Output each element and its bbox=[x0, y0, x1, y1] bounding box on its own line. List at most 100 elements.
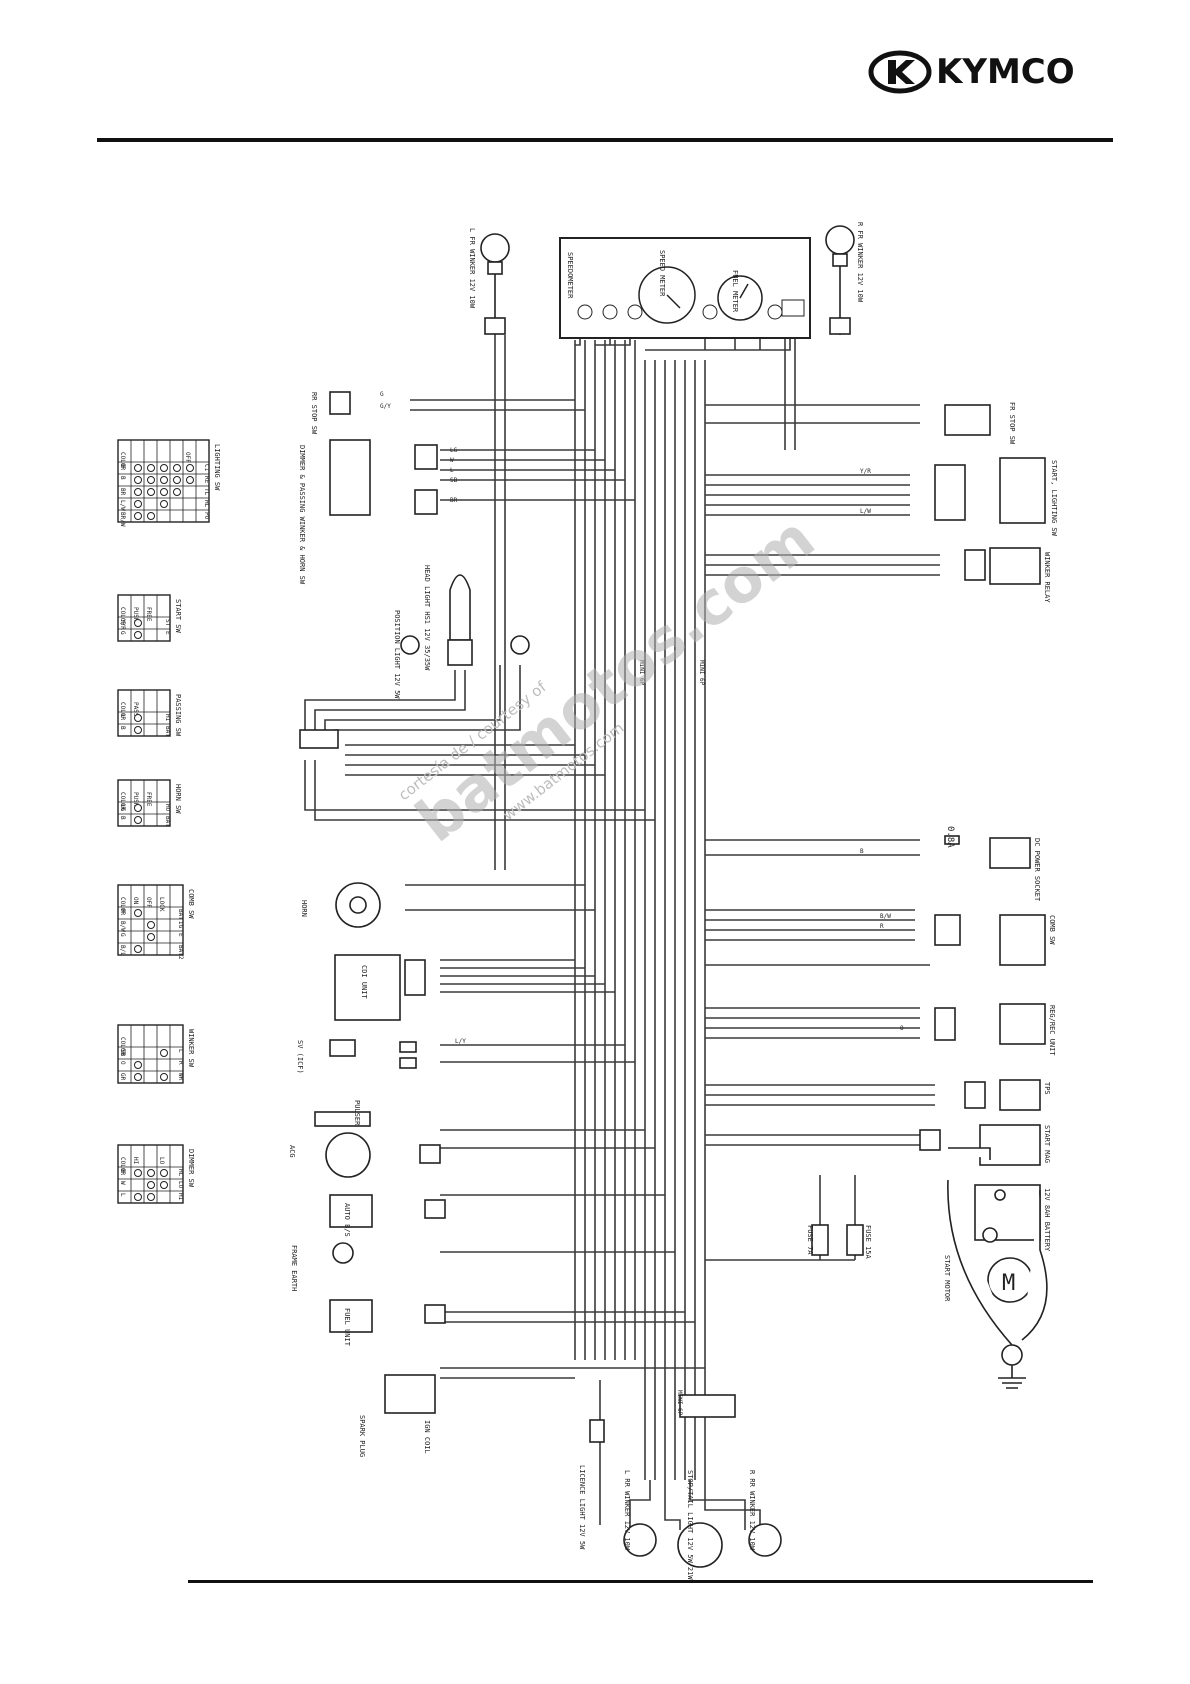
switch-table-cell: PUSH bbox=[132, 792, 139, 807]
switch-table-header: HL bbox=[177, 1169, 184, 1177]
switch-table-cell: GR bbox=[119, 1073, 126, 1081]
label-cdi-unit: CDI UNIT bbox=[360, 965, 368, 1000]
label-start-motor: START MOTOR bbox=[943, 1255, 951, 1302]
switch-table-cell: COLOR bbox=[119, 452, 126, 470]
switch-table-header: HO bbox=[164, 804, 171, 812]
switch-contact-dot bbox=[160, 1049, 168, 1057]
header-rule bbox=[97, 138, 1113, 142]
brand-name: KYMCO bbox=[936, 52, 1075, 92]
label-fuse-15a: FUSE 15A bbox=[864, 1225, 872, 1260]
switch-table-header: IG bbox=[177, 921, 184, 929]
switch-table-header: HL bbox=[203, 500, 210, 508]
switch-table-header: PO bbox=[203, 512, 210, 520]
switch-contact-dot bbox=[134, 1193, 142, 1201]
switch-table-header: BAT bbox=[164, 726, 171, 737]
wire-tag-headlight_lo: W bbox=[450, 457, 454, 464]
switch-contact-dot bbox=[147, 1181, 155, 1189]
switch-contact-dot bbox=[147, 1193, 155, 1201]
switch-contact-dot bbox=[160, 476, 168, 484]
label-sv-icf: SV (ICF) bbox=[296, 1040, 304, 1074]
switch-table-cell: COLOR bbox=[119, 702, 126, 720]
switch-table-cell: B/L bbox=[119, 945, 126, 956]
wire-tag-headlight_hi: L bbox=[450, 467, 454, 474]
switch-contact-dot bbox=[134, 1073, 142, 1081]
switch-contact-dot bbox=[134, 714, 142, 722]
switch-table-cell: L/W bbox=[119, 500, 126, 511]
switch-table-header: L bbox=[177, 1049, 184, 1053]
wire-tag-pulser: L/Y bbox=[455, 1038, 466, 1045]
label-start-mag: START MAG bbox=[1043, 1125, 1051, 1163]
switch-table-cell: B bbox=[119, 1169, 126, 1173]
switch-table-header: BAT bbox=[177, 909, 184, 920]
kymco-logo: KYMCO bbox=[868, 50, 1116, 94]
label-l-fr-winker: L FR WINKER 12V 10W bbox=[468, 228, 476, 309]
label-reg-rec: REG/REC UNIT bbox=[1048, 1005, 1056, 1056]
switch-table-header: E bbox=[164, 631, 171, 635]
label-fuel-unit: FUEL UNIT bbox=[343, 1308, 351, 1347]
wire-harness bbox=[304, 335, 940, 1530]
switch-table-title: DIMMER SW bbox=[187, 1149, 195, 1188]
switch-table-cell: PUSH bbox=[132, 607, 139, 622]
connector-tag: MINI 6P bbox=[676, 1390, 683, 1416]
label-frame-earth: FRAME EARTH bbox=[290, 1245, 298, 1291]
label-rr-stop-sw: RR STOP SW bbox=[310, 392, 318, 435]
left-components bbox=[299, 391, 530, 1414]
switch-table-cell: BR/W bbox=[119, 512, 126, 527]
switch-table-title: PASSING SW bbox=[174, 694, 182, 737]
switch-contact-dot bbox=[134, 631, 142, 639]
switch-contact-dot bbox=[173, 488, 181, 496]
switch-table-cell: FREE bbox=[145, 792, 152, 807]
wire-tag-start: Y/R bbox=[860, 468, 871, 475]
switch-table-cell: L bbox=[119, 714, 126, 718]
switch-contact-dot bbox=[186, 476, 194, 484]
label-head-light: HEAD LIGHT HS1 12V 35/35W bbox=[423, 565, 431, 671]
switch-contact-dot bbox=[147, 512, 155, 520]
switch-table-header: BAT2 bbox=[177, 945, 184, 960]
label-ign-coil: IGN COIL bbox=[423, 1420, 431, 1454]
front-winker-bulbs bbox=[480, 225, 855, 335]
switch-table-cell: HI bbox=[132, 1157, 139, 1165]
wire-tag-brake: G/Y bbox=[380, 403, 391, 410]
switch-contact-dot bbox=[147, 933, 155, 941]
switch-table-header: LO bbox=[177, 1181, 184, 1189]
switch-contact-dot bbox=[134, 909, 142, 917]
label-dimmer-passing: DIMMER & PASSING WINKER & HORN SW bbox=[298, 445, 306, 585]
label-comb-sw: COMB SW bbox=[1048, 915, 1056, 945]
switch-table-header: BAT bbox=[164, 816, 171, 827]
switch-table-cell: B bbox=[119, 816, 126, 820]
label-auto-bystarter: AUTO B/S bbox=[343, 1203, 351, 1237]
label-position-light: POSITION LIGHT 12V 5W bbox=[393, 610, 401, 699]
switch-table-cell: ON bbox=[132, 897, 139, 905]
label-winker-relay: WINKER RELAY bbox=[1043, 552, 1051, 603]
switch-contact-dot bbox=[134, 726, 142, 734]
switch-table-cell: O bbox=[119, 1061, 126, 1065]
label-licence-light: LICENCE LIGHT 12V 5W bbox=[578, 1465, 586, 1550]
label-dc-socket: DC POWER SOCKET bbox=[1033, 838, 1041, 902]
label-battery: 12V 8AH BATTERY bbox=[1043, 1188, 1051, 1252]
switch-contact-dot bbox=[173, 464, 181, 472]
label-l-rr-winker: L RR WINKER 12V 10W bbox=[623, 1470, 631, 1551]
wire-tag-ground: G bbox=[380, 391, 384, 398]
switch-contact-dot bbox=[134, 804, 142, 812]
switch-table-header: TL bbox=[203, 488, 210, 496]
speedometer-cluster bbox=[559, 237, 811, 339]
label-fuse-7a: FUSE 7A bbox=[806, 1225, 814, 1255]
label-acg: ACG bbox=[288, 1145, 296, 1158]
label-spark-plug: SPARK PLUG bbox=[358, 1415, 366, 1457]
switch-contact-dot bbox=[134, 1061, 142, 1069]
switch-table-cell: PASS bbox=[132, 702, 139, 717]
switch-contact-dot bbox=[147, 488, 155, 496]
wire-tag-ignition: B/W bbox=[880, 913, 891, 920]
switch-table-cell: LG bbox=[119, 804, 126, 812]
label-speedometer: SPEEDOMETER bbox=[566, 252, 574, 299]
switch-contact-dot bbox=[160, 1181, 168, 1189]
switch-table-cell: G bbox=[119, 933, 126, 937]
wire-tag-left_turn: SB bbox=[450, 477, 458, 484]
switch-contact-dot bbox=[160, 1169, 168, 1177]
switch-contact-dot bbox=[134, 945, 142, 953]
wire-tag-battery_pos: R bbox=[880, 923, 884, 930]
